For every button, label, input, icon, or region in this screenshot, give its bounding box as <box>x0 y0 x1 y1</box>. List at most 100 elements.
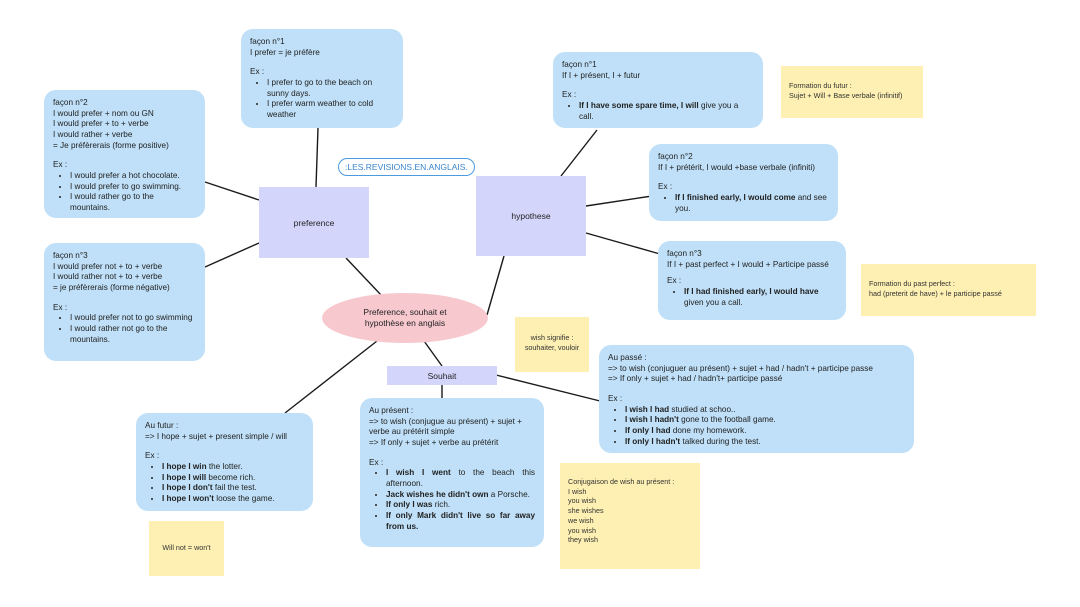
passe-example: If only I had done my homework. <box>625 426 905 437</box>
pref2-example: I would rather go to the mountains. <box>70 192 196 213</box>
note-line: Formation du futur : <box>789 81 852 90</box>
futur-example: I hope I won't loose the game. <box>162 494 304 505</box>
hub-souhait-label: Souhait <box>427 370 457 381</box>
hyp-facon-1: façon n°1 If I + présent, I + futur Ex :… <box>553 52 763 128</box>
futur-example-rest: become rich. <box>206 472 256 482</box>
pref3-line: = je préfèrerais (forme négative) <box>53 282 170 292</box>
hyp3-example-rest: given you a call. <box>684 297 743 307</box>
hyp1-ex: Ex : <box>562 90 577 100</box>
present-example-bold: I wish I went <box>386 468 451 478</box>
hyp1-line: If I + présent, I + futur <box>562 70 641 80</box>
passe-example-rest: studied at schoo.. <box>669 404 736 414</box>
present-example-bold: Jack wishes he didn't own <box>386 489 489 499</box>
note-line: wish signifie : <box>530 333 574 342</box>
hyp3-ex: Ex : <box>667 276 682 286</box>
pref2-title: façon n°2 <box>53 98 88 107</box>
note-line: I wish <box>568 486 587 496</box>
link-pref-center <box>345 257 383 297</box>
link-hyp-center <box>486 255 505 316</box>
hyp2-example-rest: and see you. <box>675 192 827 213</box>
present-example-rest: a Porsche. <box>488 489 530 499</box>
pref3-example: I would prefer not to go swimming <box>70 313 196 324</box>
note-line: Will not = won't <box>162 543 211 552</box>
hyp-facon-2: façon n°2 If I + prétérit, I would +base… <box>649 144 838 221</box>
hyp1-title: façon n°1 <box>562 60 597 69</box>
present-example: I wish I went to the beach this afternoo… <box>386 468 535 489</box>
passe-example-bold: If only I had <box>625 425 671 435</box>
hub-preference: preference <box>259 187 369 258</box>
pref2-line: I would prefer + nom ou GN <box>53 108 154 118</box>
pref1-example: I prefer warm weather to cold weather <box>267 99 394 120</box>
present-ex: Ex : <box>369 457 384 467</box>
passe-example-rest: talked during the test. <box>680 436 761 446</box>
pref1-line: I prefer = je préfère <box>250 47 320 57</box>
pref2-line: I would rather + verbe <box>53 129 133 139</box>
hyp2-title: façon n°2 <box>658 152 693 161</box>
note-conjugaison-wish: Conjugaison de wish au présent : I wish … <box>560 463 700 569</box>
futur-example: I hope I will become rich. <box>162 473 304 484</box>
present-example: Jack wishes he didn't own a Porsche. <box>386 490 535 501</box>
link-hyp2 <box>585 195 653 207</box>
pref2-line: I would prefer + to + verbe <box>53 119 149 129</box>
futur-example-bold: I hope I won't <box>162 493 214 503</box>
passe-example: If only I hadn't talked during the test. <box>625 437 905 448</box>
pref2-line: = Je préfèrerais (forme positive) <box>53 140 169 150</box>
link-pref1 <box>315 127 319 188</box>
center-topic: Preference, souhait et hypothèse en angl… <box>322 293 488 343</box>
note-line: Formation du past perfect : <box>869 279 955 288</box>
souhait-passe: Au passé : => to wish (conjuguer au prés… <box>599 345 914 453</box>
pref1-example: I prefer to go to the beach on sunny day… <box>267 78 394 99</box>
hyp3-line: If I + past perfect + I would + Particip… <box>667 259 829 269</box>
hyp-facon-3: façon n°3 If I + past perfect + I would … <box>658 241 846 320</box>
present-line: => If only + sujet + verbe au prétérit <box>369 437 499 447</box>
link-souhait-passe <box>495 374 601 402</box>
futur-ex: Ex : <box>145 451 160 461</box>
present-example-rest: rich. <box>432 500 451 510</box>
pref2-example: I would prefer to go swimming. <box>70 182 196 193</box>
link-hyp1 <box>560 129 598 177</box>
hyp1-example-rest: give you a call. <box>579 100 739 121</box>
present-example-rest: to the beach this afternoon. <box>386 468 535 488</box>
hyp3-example-bold: If I had finished early, I would have <box>684 286 819 296</box>
passe-line: => If only + sujet + had / hadn't+ parti… <box>608 374 783 384</box>
futur-example-bold: I hope I will <box>162 472 207 482</box>
pref3-ex: Ex : <box>53 302 68 312</box>
passe-example: I wish I hadn't gone to the football gam… <box>625 415 905 426</box>
note-line: you wish <box>568 525 596 535</box>
note-line: they wish <box>568 535 598 545</box>
futur-title: Au futur : <box>145 421 179 430</box>
note-line: she wishes <box>568 506 604 516</box>
futur-example-bold: I hope I win <box>162 461 207 471</box>
link-souhait-center <box>423 340 443 367</box>
pref1-title: façon n°1 <box>250 37 285 46</box>
pref-facon-3: façon n°3 I would prefer not + to + verb… <box>44 243 205 361</box>
link-pref3 <box>204 242 260 268</box>
note-formation-futur: Formation du futur : Sujet + Will + Base… <box>781 66 923 118</box>
hyp2-example: If I finished early, I would come and se… <box>675 193 829 214</box>
note-line: Sujet + Will + Base verbale (infinitif) <box>789 90 903 100</box>
note-line: Conjugaison de wish au présent : <box>568 477 675 486</box>
hub-hypothese: hypothese <box>476 176 586 256</box>
souhait-present: Au présent : => to wish (conjugue au pré… <box>360 398 544 547</box>
hub-hypothese-label: hypothese <box>511 211 551 221</box>
pref1-ex: Ex : <box>250 67 265 77</box>
hub-preference-label: preference <box>293 217 335 228</box>
note-formation-past-perfect: Formation du past perfect : had (preteri… <box>861 264 1036 316</box>
futur-example-bold: I hope I don't <box>162 483 213 493</box>
present-title: Au présent : <box>369 406 414 415</box>
hub-souhait: Souhait <box>387 366 497 385</box>
pref3-example: I would rather not go to the mountains. <box>70 324 196 345</box>
note-line: souhaiter, vouloir <box>524 342 580 352</box>
pref-facon-1: façon n°1 I prefer = je préfère Ex : I p… <box>241 29 403 128</box>
hyp1-example-bold: If I have some spare time, I will <box>579 100 699 110</box>
pref-facon-2: façon n°2 I would prefer + nom ou GN I w… <box>44 90 205 218</box>
present-example: If only Mark didn't live so far away fro… <box>386 511 535 532</box>
note-wish-signifie: wish signifie : souhaiter, vouloir <box>515 317 589 372</box>
passe-title: Au passé : <box>608 353 647 362</box>
passe-line: => to wish (conjuguer au présent) + suje… <box>608 363 873 373</box>
present-line: => to wish (conjugue au présent) + sujet… <box>369 416 522 437</box>
note-will-not: Will not = won't <box>149 521 224 576</box>
futur-example: I hope I win the lotter. <box>162 462 304 473</box>
pref2-example: I would prefer a hot chocolate. <box>70 171 196 182</box>
